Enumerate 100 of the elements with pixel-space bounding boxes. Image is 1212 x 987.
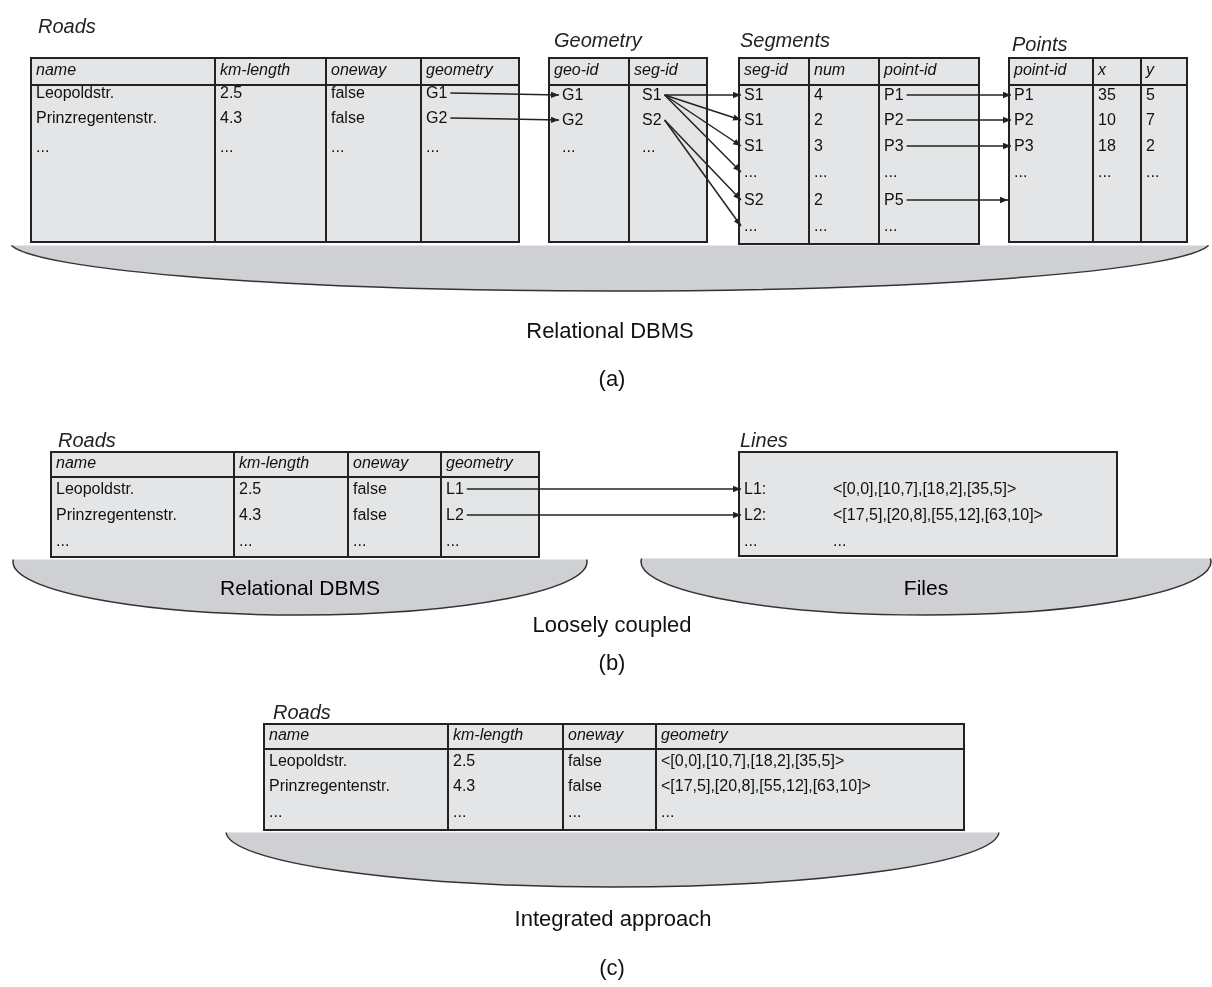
cell-value: G2	[426, 109, 448, 127]
cell-value: ...	[446, 532, 460, 550]
cell-value: 4.3	[220, 109, 243, 127]
cell-value: L1:	[744, 480, 767, 498]
arrow	[663, 119, 742, 227]
cell-value: 2	[814, 191, 823, 209]
cell-value: ...	[36, 138, 50, 156]
cell-value: P1	[884, 86, 904, 104]
panel-label: (b)	[598, 650, 626, 676]
cell-value: G2	[562, 111, 584, 129]
table-title: Roads	[273, 701, 331, 724]
column-header: seg-id	[744, 60, 788, 79]
arrow	[466, 511, 742, 519]
cell-value: ...	[239, 532, 253, 550]
cell-value: S2	[744, 191, 764, 209]
column-header: geometry	[426, 60, 493, 79]
database-ellipse	[640, 558, 1212, 616]
table-title: Points	[1012, 33, 1068, 56]
cell-value: G1	[426, 84, 448, 102]
cell-value: P3	[1014, 137, 1034, 155]
cell-value: ...	[331, 138, 345, 156]
arrow	[905, 91, 1012, 99]
cell-value: ...	[833, 532, 847, 550]
cell-value: P2	[884, 111, 904, 129]
cell-value: P1	[1014, 86, 1034, 104]
cell-value: false	[353, 506, 387, 524]
panel-label: (c)	[599, 955, 625, 981]
cell-value: ...	[642, 138, 656, 156]
cell-value: 2.5	[453, 752, 476, 770]
cell-value: false	[568, 777, 602, 795]
column-header: geometry	[446, 453, 513, 472]
arrow	[663, 94, 742, 147]
cell-value: 18	[1098, 137, 1116, 155]
cell-value: <[17,5],[20,8],[55,12],[63,10]>	[833, 506, 1043, 524]
platform-label: Integrated approach	[514, 906, 712, 932]
cell-value: ...	[744, 532, 758, 550]
column-header: km-length	[220, 60, 291, 79]
cell-value: ...	[814, 217, 828, 235]
cell-value: ...	[269, 803, 283, 821]
cell-value: 4.3	[239, 506, 262, 524]
cell-value: ...	[562, 138, 576, 156]
cell-value: ...	[744, 163, 758, 181]
cell-value: false	[331, 109, 365, 127]
cell-value: 2.5	[239, 480, 262, 498]
column-header: seg-id	[634, 60, 678, 79]
cell-value: 2	[1146, 137, 1155, 155]
cell-value: Leopoldstr.	[36, 84, 115, 102]
cell-value: S1	[744, 86, 764, 104]
arrow	[449, 91, 560, 99]
column-header: oneway	[331, 60, 387, 79]
cell-value: P2	[1014, 111, 1034, 129]
cell-value: ...	[453, 803, 467, 821]
cell-value: 2.5	[220, 84, 243, 102]
platform-label: Relational DBMS	[526, 318, 694, 344]
cell-value: S1	[642, 86, 662, 104]
column-header: num	[814, 60, 846, 79]
platform-label: Files	[902, 576, 950, 600]
panel-label: (a)	[598, 366, 626, 392]
arrow	[905, 116, 1012, 124]
database-ellipse	[225, 832, 1000, 888]
cell-value: 7	[1146, 111, 1155, 129]
table-title: Roads	[58, 429, 116, 452]
column-header: point-id	[1014, 60, 1067, 79]
database-ellipse	[12, 559, 588, 616]
cell-value: L2:	[744, 506, 767, 524]
cell-value: G1	[562, 86, 584, 104]
cell-value: L2	[446, 506, 464, 524]
cell-value: L1	[446, 480, 464, 498]
cell-value: ...	[884, 217, 898, 235]
database-ellipse	[8, 245, 1212, 292]
platform-label: Relational DBMS	[219, 576, 381, 600]
column-header: point-id	[884, 60, 937, 79]
cell-value: Leopoldstr.	[269, 752, 348, 770]
cell-value: ...	[1098, 163, 1112, 181]
table-title: Geometry	[554, 29, 642, 52]
column-header: oneway	[353, 453, 409, 472]
cell-value: S1	[744, 137, 764, 155]
cell-value: ...	[220, 138, 234, 156]
column-header: geo-id	[554, 60, 599, 79]
column-header: geometry	[661, 725, 728, 744]
cell-value: 3	[814, 137, 823, 155]
column-header: name	[36, 60, 77, 79]
cell-value: 4	[814, 86, 823, 104]
cell-value: ...	[884, 163, 898, 181]
cell-value: ...	[353, 532, 367, 550]
cell-value: 4.3	[453, 777, 476, 795]
cell-value: false	[331, 84, 365, 102]
cell-value: 10	[1098, 111, 1116, 129]
cell-value: 2	[814, 111, 823, 129]
column-header: y	[1146, 60, 1154, 79]
arrow	[663, 94, 742, 173]
cell-value: <[0,0],[10,7],[18,2],[35,5]>	[661, 752, 845, 770]
column-header: oneway	[568, 725, 624, 744]
cell-value: ...	[1146, 163, 1160, 181]
cell-value: ...	[426, 138, 440, 156]
cell-value: ...	[661, 803, 675, 821]
cell-value: 35	[1098, 86, 1116, 104]
arrow	[905, 142, 1012, 150]
cell-value: ...	[568, 803, 582, 821]
arrow	[905, 196, 1009, 204]
